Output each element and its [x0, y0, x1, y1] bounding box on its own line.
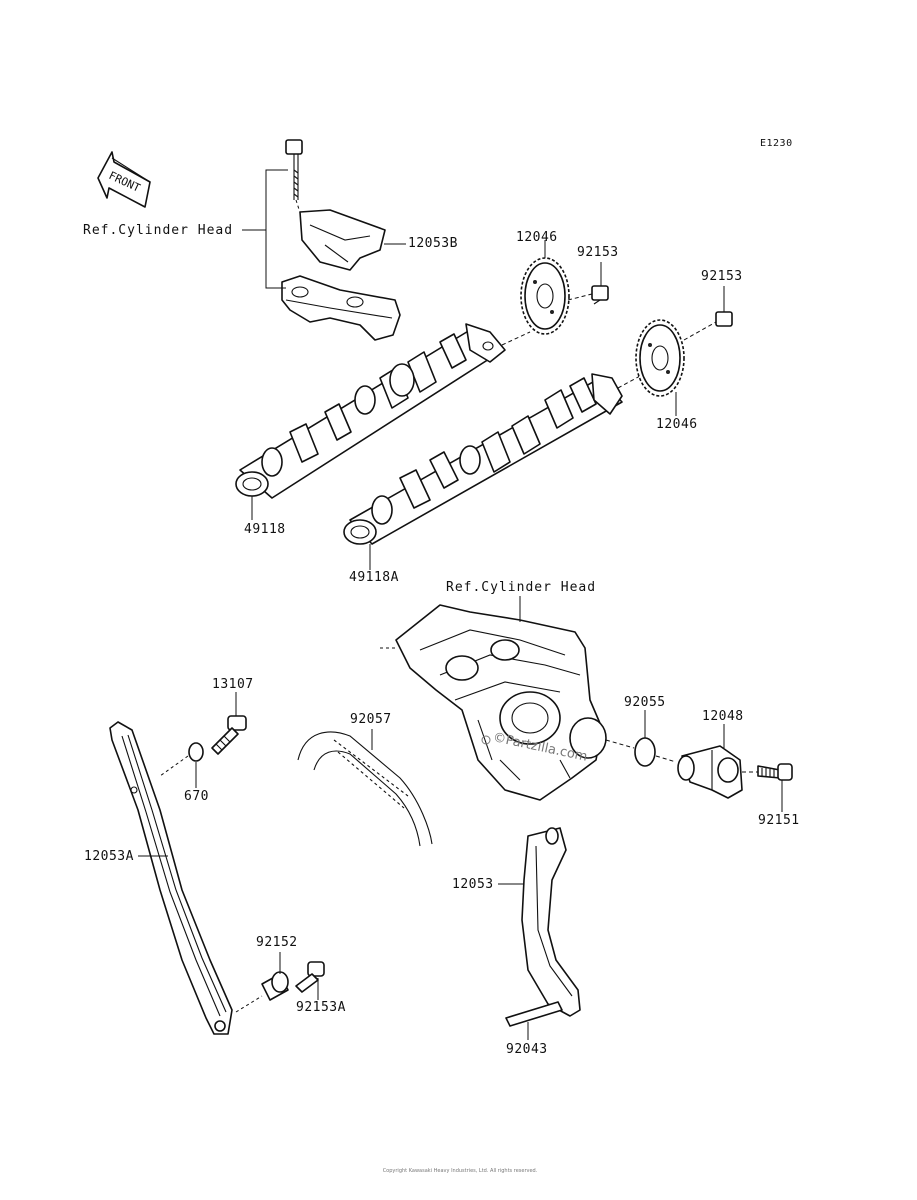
part-label-12048: 12048 [702, 709, 744, 724]
chain-guide-12053A [109, 721, 233, 1035]
bolt-92153-right [715, 311, 733, 327]
part-label-12053A: 12053A [84, 849, 134, 864]
part-label-92043: 92043 [506, 1042, 548, 1057]
part-label-12046-right: 12046 [656, 417, 698, 432]
o-ring-92055 [634, 737, 656, 767]
collar-92152 [261, 971, 289, 1001]
camshaft-49118 [235, 323, 506, 499]
part-label-13107: 13107 [212, 677, 254, 692]
diagram-code: E1230 [760, 138, 793, 149]
timing-chain-92057 [297, 731, 433, 847]
part-label-12053: 12053 [452, 877, 494, 892]
front-arrow-icon: FRONT [97, 151, 151, 208]
part-label-12046-top: 12046 [516, 230, 558, 245]
ref-cylinder-head-label-top: Ref.Cylinder Head [83, 223, 234, 238]
o-ring-670 [188, 742, 204, 762]
part-label-92153-right: 92153 [701, 269, 743, 284]
part-label-92151: 92151 [758, 813, 800, 828]
cylinder-head-reference [395, 604, 607, 801]
bolt-13107 [211, 715, 247, 755]
chain-tensioner-12048 [677, 745, 743, 799]
part-label-92055: 92055 [624, 695, 666, 710]
bolt-92153A [295, 961, 325, 993]
part-label-670: 670 [184, 789, 209, 804]
cam-sprocket-12046-right [635, 319, 685, 397]
part-label-12053B: 12053B [408, 236, 458, 251]
part-label-49118: 49118 [244, 522, 286, 537]
camshaft-cap-12053B [281, 139, 401, 341]
camshaft-49118A [343, 373, 623, 545]
part-label-92152: 92152 [256, 935, 298, 950]
pin-92043 [505, 1001, 563, 1027]
footer-copyright: Copyright Kawasaki Heavy Industries, Ltd… [382, 1168, 538, 1174]
part-label-92057: 92057 [350, 712, 392, 727]
ref-cylinder-head-label-bottom: Ref.Cylinder Head [446, 580, 597, 595]
part-label-49118A: 49118A [349, 570, 399, 585]
part-label-92153-left: 92153 [577, 245, 619, 260]
bolt-92153-left [591, 285, 609, 305]
part-label-92153A: 92153A [296, 1000, 346, 1015]
chain-guide-12053 [521, 827, 581, 1017]
cam-sprocket-12046-top [520, 257, 570, 335]
bolt-92151 [757, 763, 793, 781]
